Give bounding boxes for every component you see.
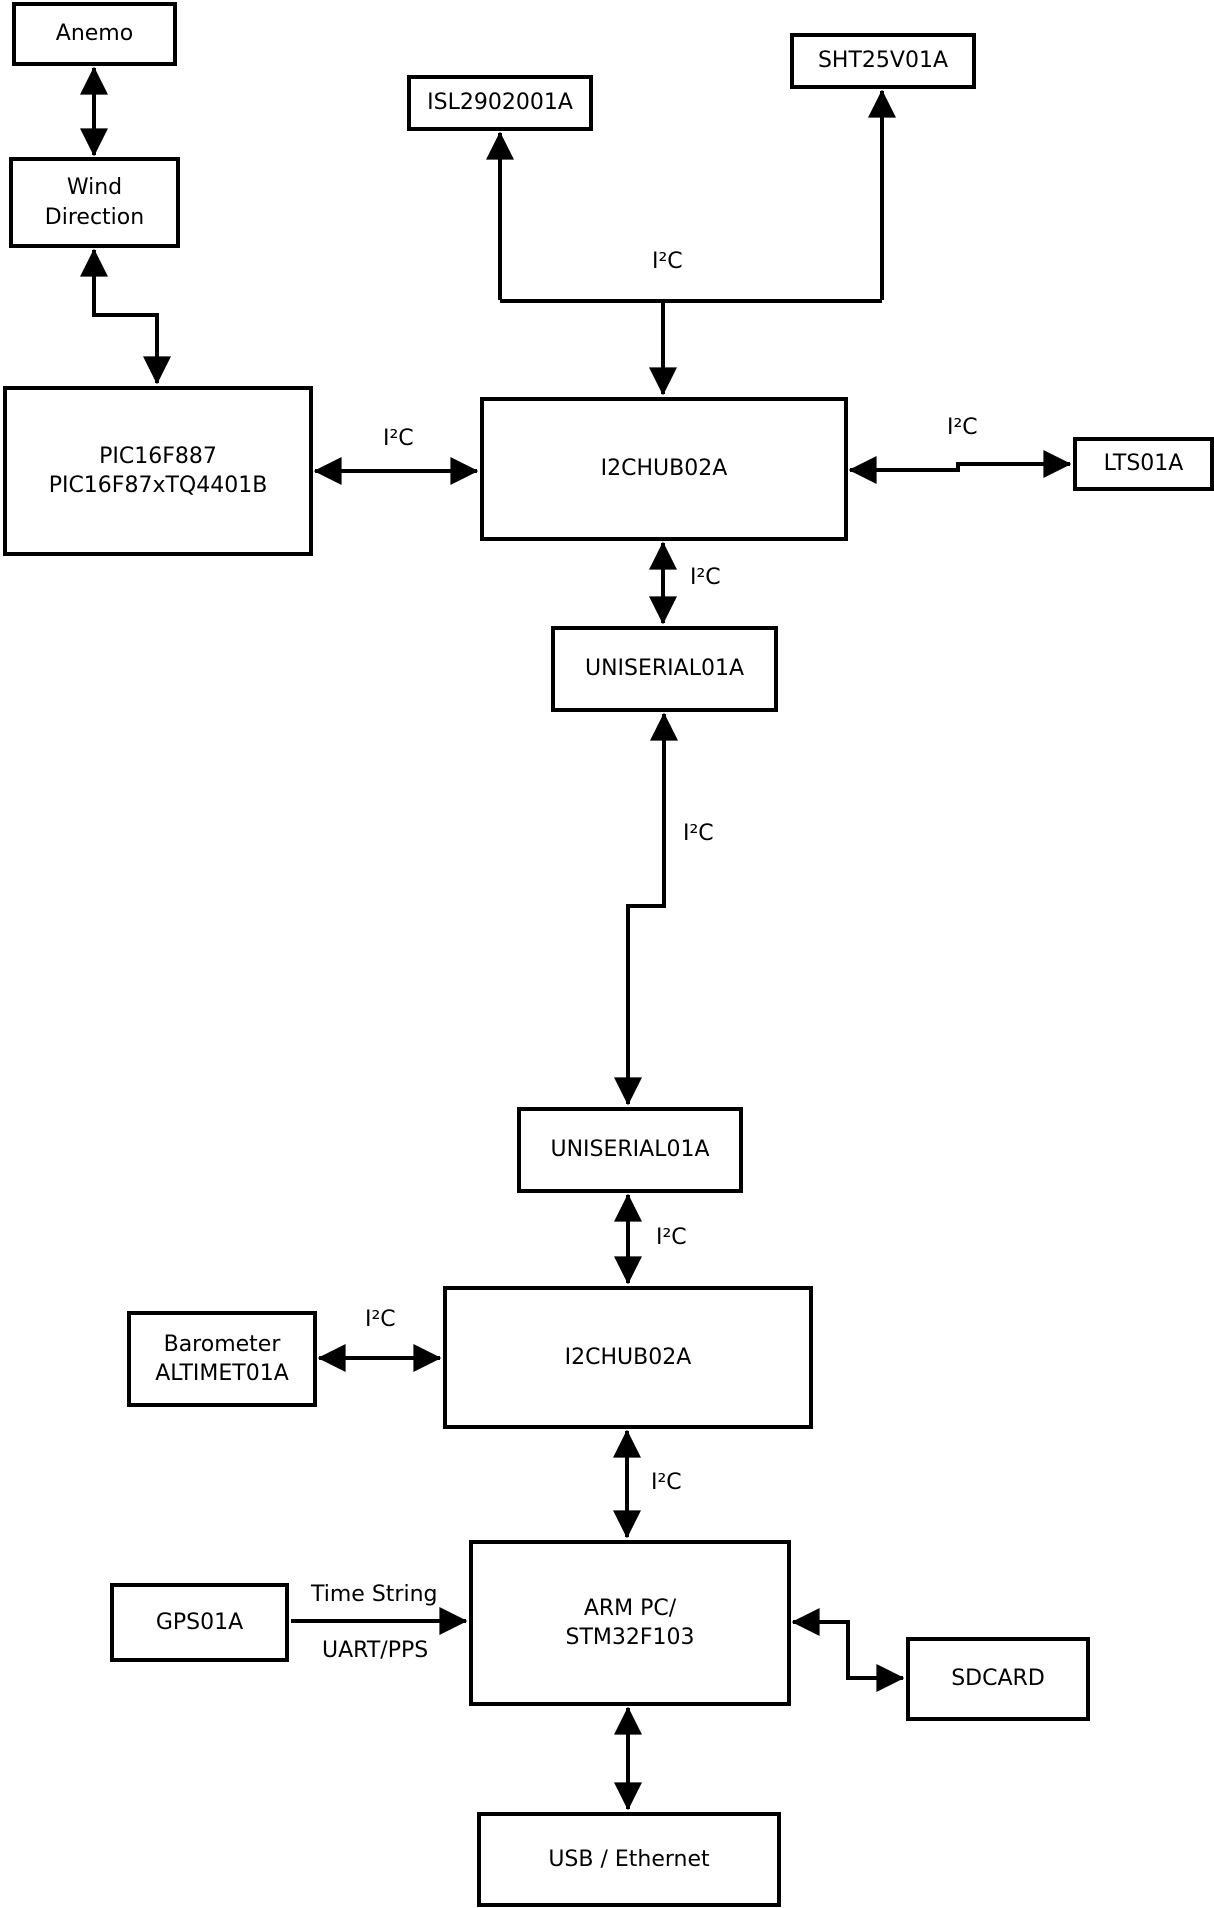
node-i2chub02a-top-label: I2CHUB02A bbox=[600, 456, 728, 482]
node-uniserial01a-lower: UNISERIAL01A bbox=[517, 1107, 743, 1193]
edge-label-i2c-uniserial-hub-bottom: I²C bbox=[656, 1225, 687, 1250]
edge-label-i2c-uniserial-link: I²C bbox=[683, 821, 714, 846]
node-barometer-line2: ALTIMET01A bbox=[155, 1361, 289, 1386]
node-barometer: Barometer ALTIMET01A bbox=[127, 1311, 317, 1407]
node-isl2902001a-label: ISL2902001A bbox=[427, 90, 573, 116]
node-barometer-line1: Barometer bbox=[163, 1331, 281, 1357]
node-sht25v01a: SHT25V01A bbox=[790, 33, 976, 89]
node-pic16f887-line1: PIC16F887 bbox=[99, 443, 217, 469]
node-wind-direction-line1: Wind bbox=[66, 175, 123, 201]
node-isl2902001a: ISL2902001A bbox=[407, 75, 593, 131]
node-i2chub02a-bottom-label: I2CHUB02A bbox=[564, 1344, 692, 1370]
node-uniserial01a-lower-label: UNISERIAL01A bbox=[550, 1137, 710, 1163]
node-lts01a: LTS01A bbox=[1073, 437, 1214, 491]
node-sdcard: SDCARD bbox=[906, 1637, 1090, 1721]
connector-winddirection-pic bbox=[80, 248, 171, 385]
node-arm-pc: ARM PC/ STM32F103 bbox=[469, 1540, 791, 1706]
node-wind-direction: Wind Direction bbox=[9, 157, 180, 248]
edge-label-i2c-hub-lts: I²C bbox=[947, 415, 978, 440]
node-usb-ethernet-label: USB / Ethernet bbox=[548, 1846, 710, 1872]
node-gps01a-label: GPS01A bbox=[155, 1609, 244, 1635]
edge-label-time-string: Time String bbox=[311, 1582, 438, 1607]
edge-label-i2c-bus-top: I²C bbox=[652, 249, 683, 274]
edge-label-i2c-hub-armpc: I²C bbox=[651, 1470, 682, 1495]
edge-label-i2c-pic-hub: I²C bbox=[383, 426, 414, 451]
connector-armpc-sdcard bbox=[791, 1608, 905, 1692]
node-uniserial01a-upper-label: UNISERIAL01A bbox=[584, 656, 745, 682]
edge-label-uart-pps: UART/PPS bbox=[322, 1638, 429, 1663]
node-i2chub02a-bottom: I2CHUB02A bbox=[443, 1286, 813, 1429]
node-pic16f887-line2: PIC16F87xTQ4401B bbox=[48, 473, 268, 498]
node-arm-pc-line2: STM32F103 bbox=[565, 1625, 695, 1650]
node-sht25v01a-label: SHT25V01A bbox=[817, 48, 949, 74]
node-arm-pc-line1: ARM PC/ bbox=[583, 1595, 677, 1621]
node-uniserial01a-upper: UNISERIAL01A bbox=[551, 626, 778, 712]
node-wind-direction-line2: Direction bbox=[44, 204, 145, 230]
node-gps01a: GPS01A bbox=[110, 1583, 289, 1662]
node-usb-ethernet: USB / Ethernet bbox=[477, 1812, 781, 1907]
connector-i2chub-lts bbox=[848, 450, 1072, 484]
edge-label-i2c-barometer-hub: I²C bbox=[365, 1307, 396, 1332]
node-lts01a-label: LTS01A bbox=[1103, 451, 1184, 477]
node-anemo: Anemo bbox=[12, 2, 177, 66]
node-anemo-label: Anemo bbox=[55, 21, 134, 47]
node-pic16f887: PIC16F887 PIC16F87xTQ4401B bbox=[3, 386, 313, 556]
edge-label-i2c-hub-uniserial-upper: I²C bbox=[690, 565, 721, 590]
node-i2chub02a-top: I2CHUB02A bbox=[480, 397, 848, 541]
connector-uniserial-uniserial bbox=[614, 712, 678, 1106]
node-sdcard-label: SDCARD bbox=[951, 1666, 1045, 1692]
